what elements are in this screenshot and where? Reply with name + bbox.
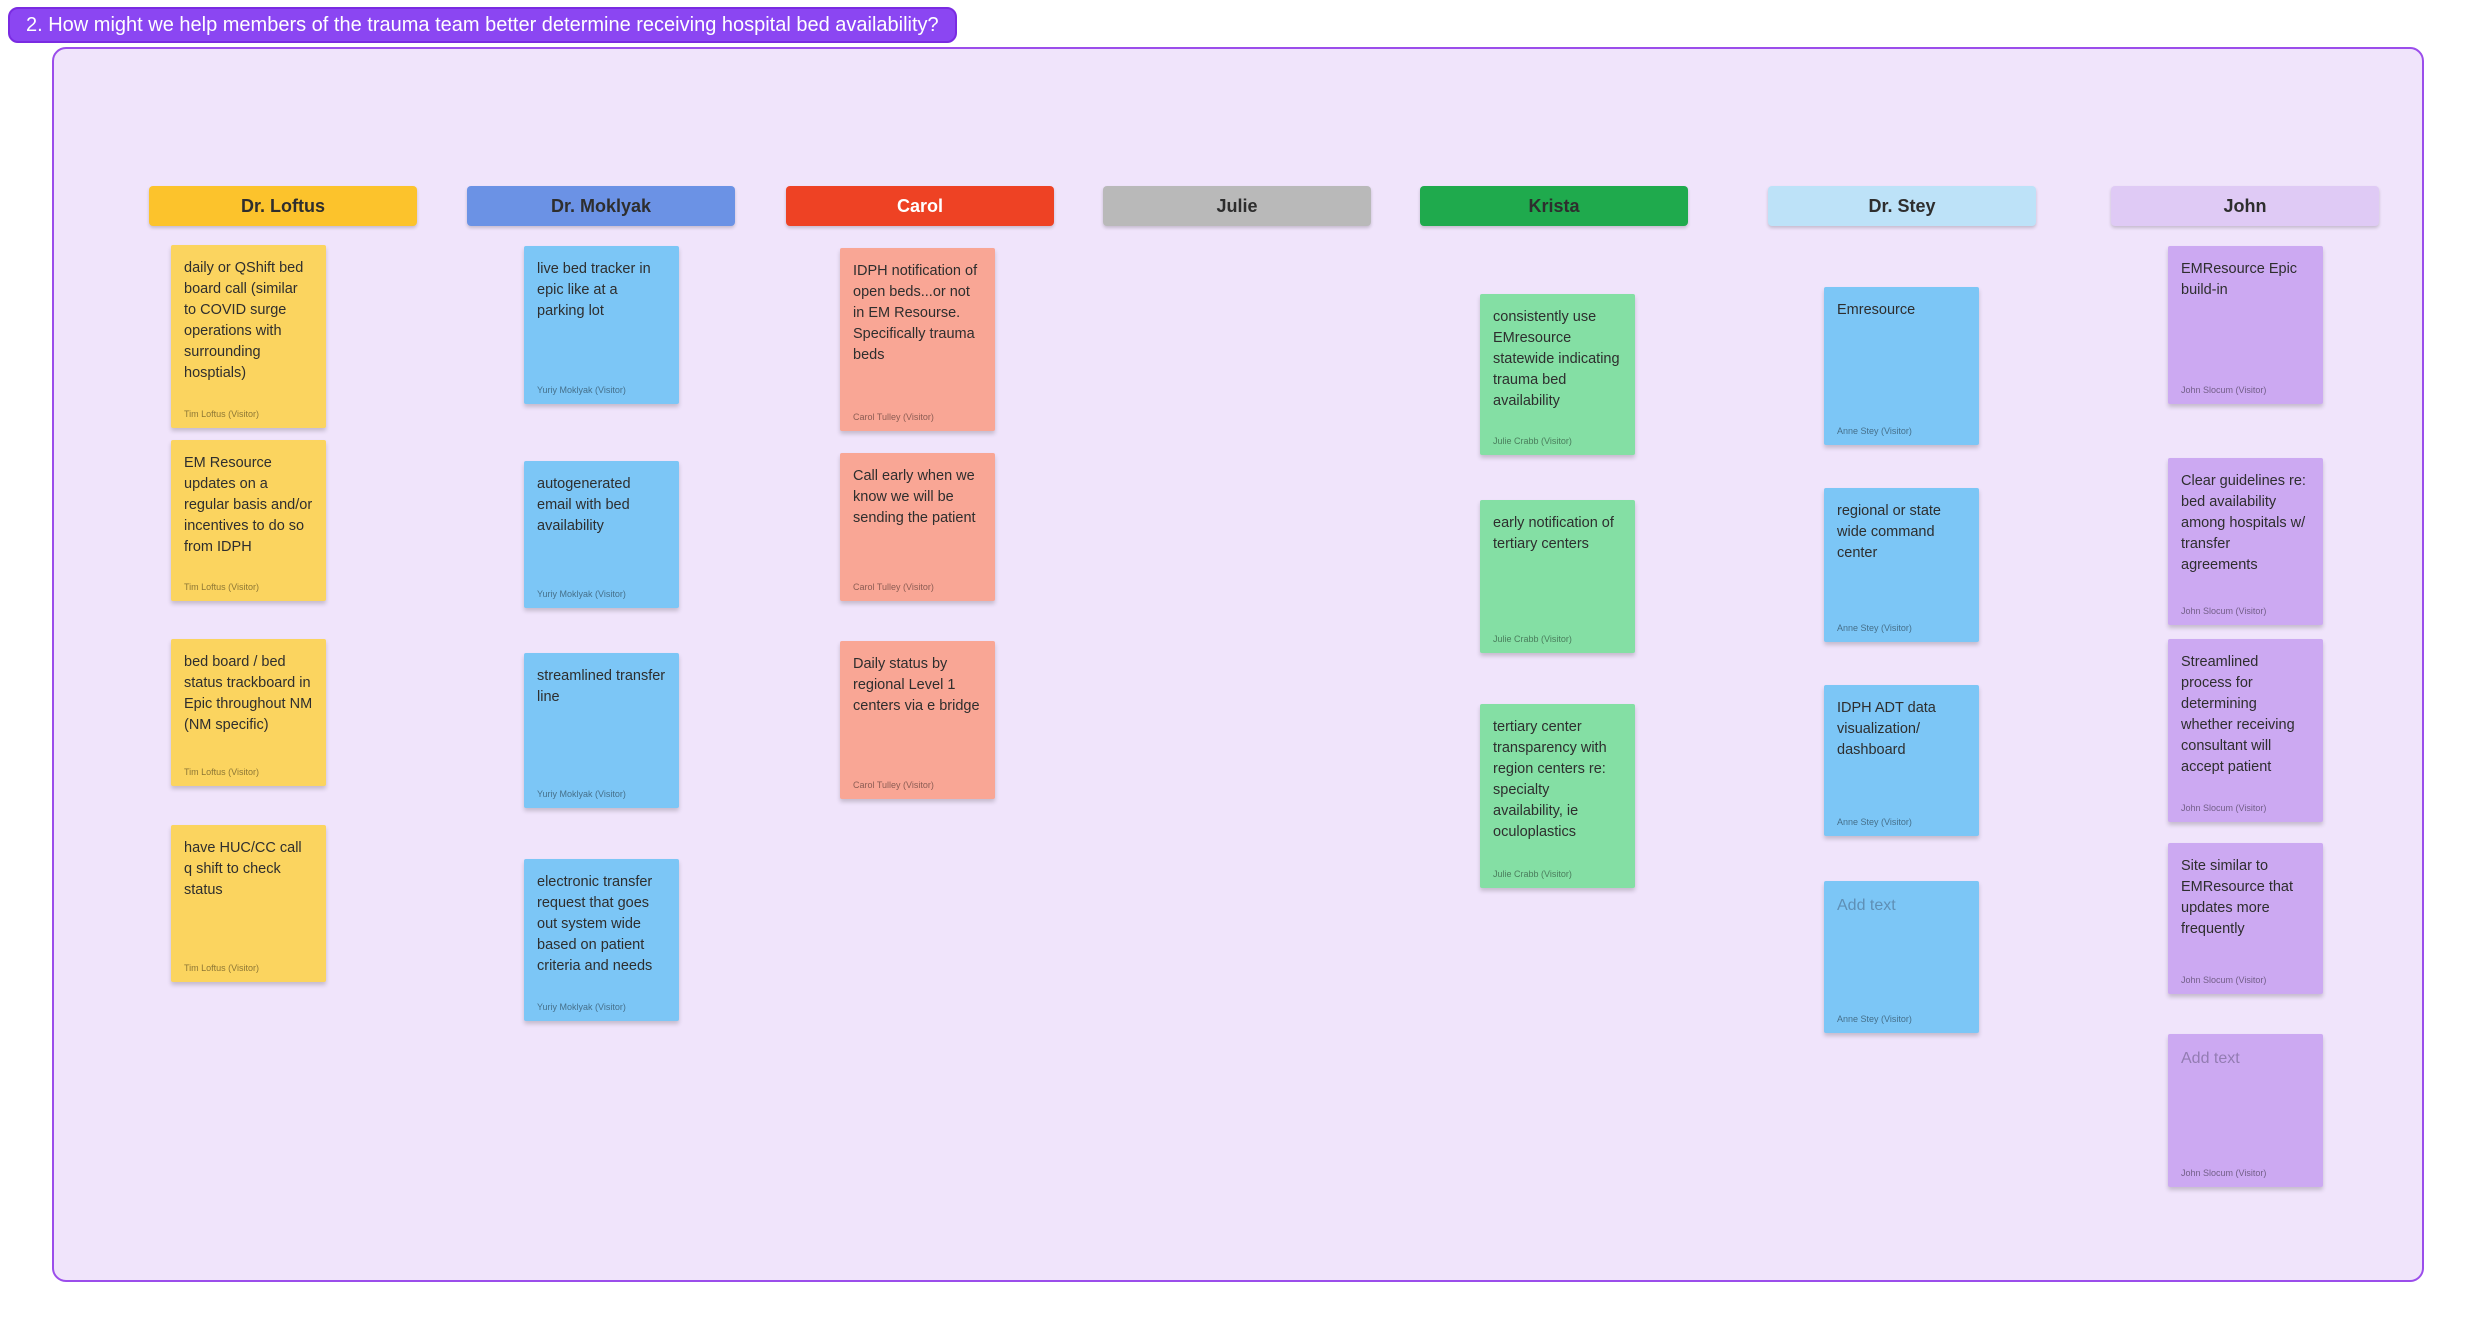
note-text: live bed tracker in epic like at a parki… [537, 261, 651, 320]
sticky-note-stey-4-empty[interactable]: Add text Anne Stey (Visitor) [1824, 881, 1979, 1033]
note-author: Carol Tulley (Visitor) [853, 412, 934, 422]
note-author: Tim Loftus (Visitor) [184, 963, 260, 973]
sticky-note-loftus-4[interactable]: have HUC/CC call q shift to check status… [171, 825, 326, 982]
note-author: Yuriy Moklyak (Visitor) [537, 1002, 626, 1012]
column-header-label: Dr. Loftus [241, 195, 325, 216]
note-text: tertiary center transparency with region… [1493, 719, 1607, 841]
note-text: electronic transfer request that goes ou… [537, 874, 653, 975]
sticky-note-loftus-2[interactable]: EM Resource updates on a regular basis a… [171, 440, 326, 601]
sticky-note-john-2[interactable]: Clear guidelines re: bed availability am… [2168, 458, 2323, 625]
note-author: Carol Tulley (Visitor) [853, 582, 934, 592]
note-text: early notification of tertiary centers [1493, 515, 1614, 553]
note-author: Anne Stey (Visitor) [1837, 623, 1912, 633]
sticky-note-loftus-1[interactable]: daily or QShift bed board call (similar … [171, 245, 326, 428]
sticky-note-krista-3[interactable]: tertiary center transparency with region… [1480, 704, 1635, 888]
sticky-note-stey-3[interactable]: IDPH ADT data visualization/ dashboard A… [1824, 685, 1979, 836]
note-text: IDPH notification of open beds...or not … [853, 263, 978, 364]
question-text: 2. How might we help members of the trau… [26, 13, 939, 36]
sticky-note-john-5-empty[interactable]: Add text John Slocum (Visitor) [2168, 1034, 2323, 1187]
sticky-note-john-1[interactable]: EMResource Epic build-in John Slocum (Vi… [2168, 246, 2323, 404]
sticky-note-carol-3[interactable]: Daily status by regional Level 1 centers… [840, 641, 995, 799]
note-text: Site similar to EMResource that updates … [2181, 858, 2294, 938]
note-text: Clear guidelines re: bed availability am… [2181, 473, 2306, 574]
note-placeholder: Add text [1837, 897, 1896, 914]
sticky-note-krista-2[interactable]: early notification of tertiary centers J… [1480, 500, 1635, 653]
note-author: Julie Crabb (Visitor) [1493, 869, 1572, 879]
note-text: streamlined transfer line [537, 668, 666, 706]
column-header-label: Dr. Moklyak [550, 195, 652, 216]
sticky-note-john-3[interactable]: Streamlined process for determining whet… [2168, 639, 2323, 822]
note-author: Yuriy Moklyak (Visitor) [537, 385, 626, 395]
sticky-note-moklyak-3[interactable]: streamlined transfer line Yuriy Moklyak … [524, 653, 679, 808]
note-author: Tim Loftus (Visitor) [184, 409, 260, 419]
note-author: Anne Stey (Visitor) [1837, 817, 1912, 827]
note-author: Yuriy Moklyak (Visitor) [537, 589, 626, 599]
sticky-note-krista-1[interactable]: consistently use EMresource statewide in… [1480, 294, 1635, 455]
question-sticky[interactable]: 2. How might we help members of the trau… [8, 7, 957, 43]
note-text: regional or state wide command center [1837, 503, 1941, 562]
note-text: EMResource Epic build-in [2181, 261, 2298, 299]
note-author: John Slocum (Visitor) [2181, 803, 2267, 813]
note-text: daily or QShift bed board call (similar … [184, 260, 304, 382]
note-text: Emresource [1837, 302, 1916, 318]
note-text: Streamlined process for determining whet… [2181, 654, 2295, 776]
sticky-note-john-4[interactable]: Site similar to EMResource that updates … [2168, 843, 2323, 994]
column-header-john[interactable]: John [2111, 186, 2379, 226]
column-header-label: Julie [1216, 195, 1258, 216]
sticky-note-moklyak-2[interactable]: autogenerated email with bed availabilit… [524, 461, 679, 608]
note-placeholder: Add text [2181, 1050, 2240, 1067]
sticky-note-carol-2[interactable]: Call early when we know we will be sendi… [840, 453, 995, 601]
note-text: EM Resource updates on a regular basis a… [184, 455, 313, 556]
column-header-carol[interactable]: Carol [786, 186, 1054, 226]
note-text: autogenerated email with bed availabilit… [537, 476, 631, 535]
note-author: John Slocum (Visitor) [2181, 385, 2267, 395]
note-text: Daily status by regional Level 1 centers… [853, 656, 980, 715]
column-header-label: Dr. Stey [1868, 195, 1936, 216]
note-author: Anne Stey (Visitor) [1837, 1014, 1912, 1024]
sticky-note-carol-1[interactable]: IDPH notification of open beds...or not … [840, 248, 995, 431]
note-author: Julie Crabb (Visitor) [1493, 436, 1572, 446]
column-header-krista[interactable]: Krista [1420, 186, 1688, 226]
note-author: Tim Loftus (Visitor) [184, 767, 260, 777]
note-text: Call early when we know we will be sendi… [853, 468, 976, 527]
sticky-note-moklyak-1[interactable]: live bed tracker in epic like at a parki… [524, 246, 679, 404]
sticky-note-loftus-3[interactable]: bed board / bed status trackboard in Epi… [171, 639, 326, 786]
column-header-label: Krista [1528, 195, 1580, 216]
whiteboard-canvas[interactable]: Dr. Loftus Dr. Moklyak Carol Julie Krist… [52, 47, 2424, 1282]
column-header-label: John [2223, 195, 2267, 216]
note-author: Carol Tulley (Visitor) [853, 780, 934, 790]
note-text: consistently use EMresource statewide in… [1493, 309, 1620, 410]
note-author: John Slocum (Visitor) [2181, 975, 2267, 985]
sticky-note-stey-2[interactable]: regional or state wide command center An… [1824, 488, 1979, 642]
column-header-dr-stey[interactable]: Dr. Stey [1768, 186, 2036, 226]
column-header-dr-moklyak[interactable]: Dr. Moklyak [467, 186, 735, 226]
note-author: John Slocum (Visitor) [2181, 606, 2267, 616]
column-header-label: Carol [896, 195, 943, 216]
note-text: bed board / bed status trackboard in Epi… [184, 654, 313, 734]
column-header-julie[interactable]: Julie [1103, 186, 1371, 226]
note-text: IDPH ADT data visualization/ dashboard [1837, 700, 1936, 759]
column-header-dr-loftus[interactable]: Dr. Loftus [149, 186, 417, 226]
sticky-note-stey-1[interactable]: Emresource Anne Stey (Visitor) [1824, 287, 1979, 445]
note-author: Anne Stey (Visitor) [1837, 426, 1912, 436]
note-text: have HUC/CC call q shift to check status [184, 840, 302, 899]
note-author: Yuriy Moklyak (Visitor) [537, 789, 626, 799]
note-author: Julie Crabb (Visitor) [1493, 634, 1572, 644]
sticky-note-moklyak-4[interactable]: electronic transfer request that goes ou… [524, 859, 679, 1021]
note-author: Tim Loftus (Visitor) [184, 582, 260, 592]
note-author: John Slocum (Visitor) [2181, 1168, 2267, 1178]
